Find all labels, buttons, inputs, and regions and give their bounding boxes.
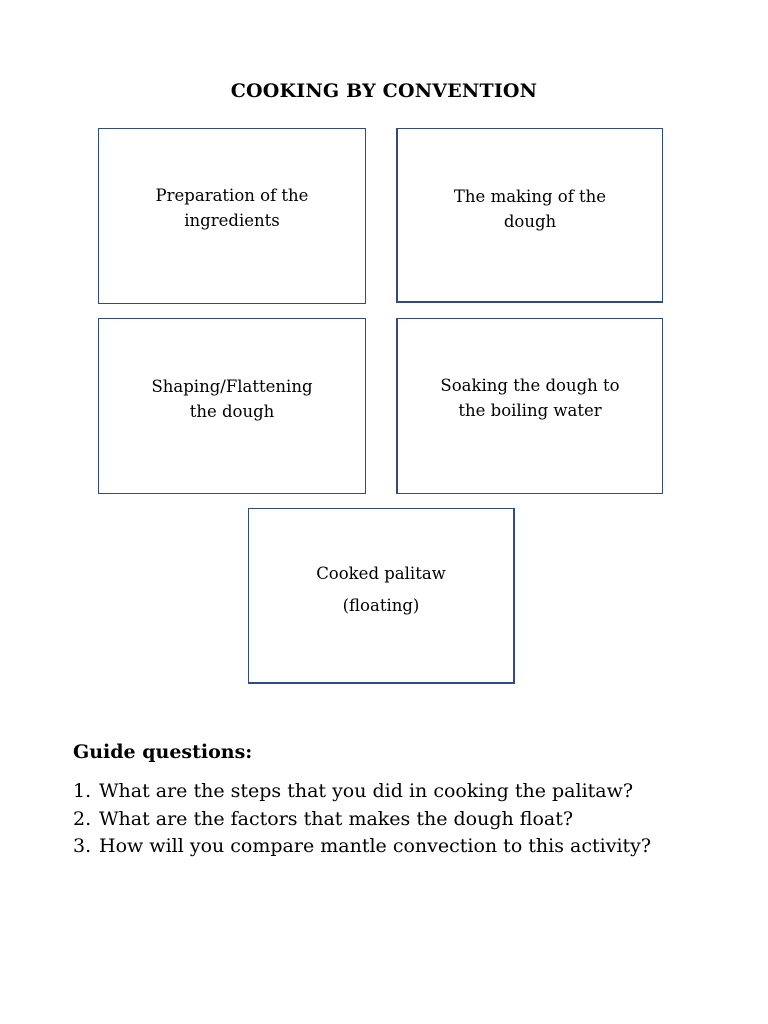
question-text: How will you compare mantle convection t… <box>99 835 652 857</box>
guide-questions-list: 1. What are the steps that you did in coo… <box>73 778 651 861</box>
step-box-making-dough: The making of the dough <box>396 128 663 303</box>
step-box-soaking: Soaking the dough to the boiling water <box>396 318 663 494</box>
guide-question-item: 2. What are the factors that makes the do… <box>73 806 651 834</box>
step-box-line: The making of the <box>453 187 607 206</box>
step-box-text: Preparation of the ingredients <box>132 183 332 233</box>
step-box-shaping: Shaping/Flattening the dough <box>98 318 366 494</box>
step-box-line: the dough <box>189 402 275 421</box>
question-number: 3. <box>73 835 92 857</box>
question-text: What are the factors that makes the doug… <box>99 807 574 830</box>
question-number: 2. <box>73 807 92 830</box>
step-box-preparation: Preparation of the ingredients <box>98 128 366 304</box>
step-box-line: Shaping/Flattening <box>151 377 313 396</box>
step-box-text: Shaping/Flattening the dough <box>122 374 342 424</box>
question-text: What are the steps that you did in cooki… <box>99 780 634 802</box>
guide-questions-heading: Guide questions: <box>73 741 253 763</box>
step-box-line: Preparation of the <box>155 186 309 205</box>
guide-question-item: 3. How will you compare mantle convection… <box>73 833 651 861</box>
step-box-line: the boiling water <box>458 401 602 420</box>
step-box-text: Soaking the dough to the boiling water <box>415 373 645 423</box>
step-box-line: Soaking the dough to <box>440 376 620 395</box>
step-box-text: Cooked palitaw (floating) <box>316 558 446 622</box>
step-box-line: dough <box>503 212 557 231</box>
question-number: 1. <box>73 780 92 802</box>
document-title: COOKING BY CONVENTION <box>230 80 538 102</box>
guide-question-item: 1. What are the steps that you did in coo… <box>73 778 651 806</box>
step-box-line: (floating) <box>342 595 420 615</box>
step-box-text: The making of the dough <box>430 184 630 234</box>
step-box-line: ingredients <box>184 211 280 230</box>
step-box-cooked: Cooked palitaw (floating) <box>248 508 515 684</box>
step-box-line: Cooked palitaw <box>316 563 446 583</box>
